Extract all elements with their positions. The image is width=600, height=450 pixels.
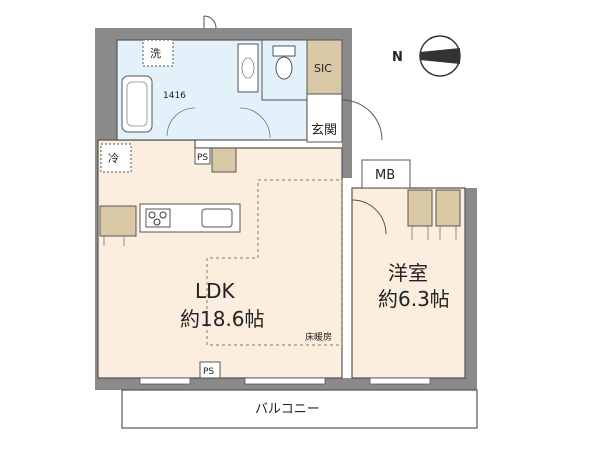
closet-1 [407, 189, 433, 227]
outer-wall-right [465, 188, 477, 390]
ps-top-label: PS [197, 153, 208, 163]
western-room-floor [351, 187, 466, 379]
mb-box [361, 159, 411, 189]
entrance-label: 玄関 [311, 123, 337, 138]
ps-shaft-bottom [199, 361, 221, 379]
entry-door-swing [203, 15, 217, 29]
closet-2 [435, 189, 461, 227]
ldk-size: 約18.6帖 [180, 307, 265, 331]
entrance-floor [306, 93, 343, 143]
wash-basin [237, 43, 259, 93]
sink [201, 208, 233, 228]
ldk-name: LDK [195, 279, 236, 303]
ps-shaft-top [194, 147, 211, 165]
western-room-name: 洋室 [388, 261, 428, 285]
washer-label: 洗 [150, 47, 161, 60]
washer-space [142, 39, 174, 67]
floor-heating-area [206, 179, 343, 346]
fridge-space [100, 143, 132, 173]
mb-label: MB [375, 168, 395, 183]
western-door-swing [351, 199, 387, 235]
ps-bottom-label: PS [203, 367, 214, 377]
stove [145, 208, 171, 228]
western-room-size: 約6.3帖 [378, 287, 450, 311]
svg-text:N: N [392, 50, 403, 65]
toilet-tank [272, 45, 296, 57]
bath-size-label: 1416 [163, 91, 186, 101]
cupboard [99, 205, 137, 237]
floor-heating-label: 床暖房 [305, 331, 332, 343]
compass-icon: N [392, 35, 461, 77]
storage-small [211, 147, 237, 173]
balcony-label: バルコニー [255, 402, 320, 417]
outer-wall-top [95, 28, 350, 42]
toilet-bowl [275, 56, 293, 80]
fridge-label: 冷 [108, 152, 119, 165]
balcony-area [121, 389, 478, 429]
sic-label: SIC [314, 62, 332, 75]
outer-wall-right-upper [342, 28, 352, 178]
front-door-swing [341, 99, 383, 141]
bathtub [121, 75, 153, 133]
